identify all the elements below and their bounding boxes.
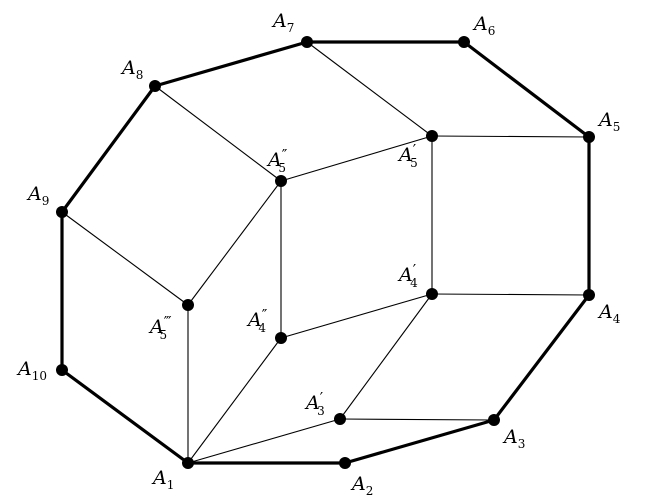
vertex-A8: [149, 80, 161, 92]
label-A5p: A′5: [397, 141, 418, 170]
vertex-A5p: [426, 130, 438, 142]
label-A4p: A′4: [397, 261, 418, 290]
vertex-A4pp: [275, 332, 287, 344]
edge-A3p-A3: [339, 418, 495, 421]
label-A5: A5: [597, 109, 620, 134]
vertices: [56, 36, 595, 469]
vertex-A4p: [426, 288, 438, 300]
vertex-A5pp: [275, 175, 287, 187]
vertex-A1: [182, 457, 194, 469]
vertex-A10: [56, 364, 68, 376]
label-A4: A4: [597, 301, 621, 326]
label-A3p: A′3: [304, 389, 325, 418]
vertex-labels: A1 A2 A3 A4 A5 A6 A7 A8 A9 A10 A′3 A′4 A…: [16, 10, 621, 498]
label-A8: A8: [120, 57, 143, 82]
vertex-A9: [56, 206, 68, 218]
edge-A5pp-A5ppp: [187, 180, 282, 306]
vertex-A6: [458, 36, 470, 48]
edge-A4p-A4: [431, 293, 590, 296]
edge-A5ppp-A9: [61, 211, 189, 306]
edge-A5pp-A8: [154, 85, 282, 182]
label-A4pp: A″4: [246, 306, 268, 335]
edge-A1-A4pp: [187, 337, 282, 464]
outer-decagon: [60, 40, 591, 465]
label-A5pp: A″5: [266, 146, 288, 175]
label-A3: A3: [502, 426, 525, 451]
vertex-A7: [301, 36, 313, 48]
label-A10: A10: [16, 358, 47, 383]
edge-A5pp-A5p: [280, 135, 433, 182]
edge-A3p-A1: [187, 418, 341, 464]
label-A2: A2: [350, 473, 373, 498]
label-A5ppp: A‴5: [148, 313, 172, 342]
vertex-A2: [339, 457, 351, 469]
label-A6: A6: [472, 13, 495, 38]
vertex-A4: [583, 289, 595, 301]
edge-A5p-A5: [431, 135, 590, 138]
inner-edges: [61, 41, 590, 464]
vertex-A3: [488, 414, 500, 426]
vertex-A3p: [334, 413, 346, 425]
edge-A4p-A3p: [339, 293, 433, 420]
vertex-A5ppp: [182, 299, 194, 311]
label-A9: A9: [26, 183, 49, 208]
label-A7: A7: [271, 10, 294, 35]
label-A1: A1: [151, 467, 174, 492]
edge-A7-A5p: [306, 41, 433, 137]
vertex-A5: [583, 131, 595, 143]
edge-A4pp-A4p: [280, 293, 433, 339]
